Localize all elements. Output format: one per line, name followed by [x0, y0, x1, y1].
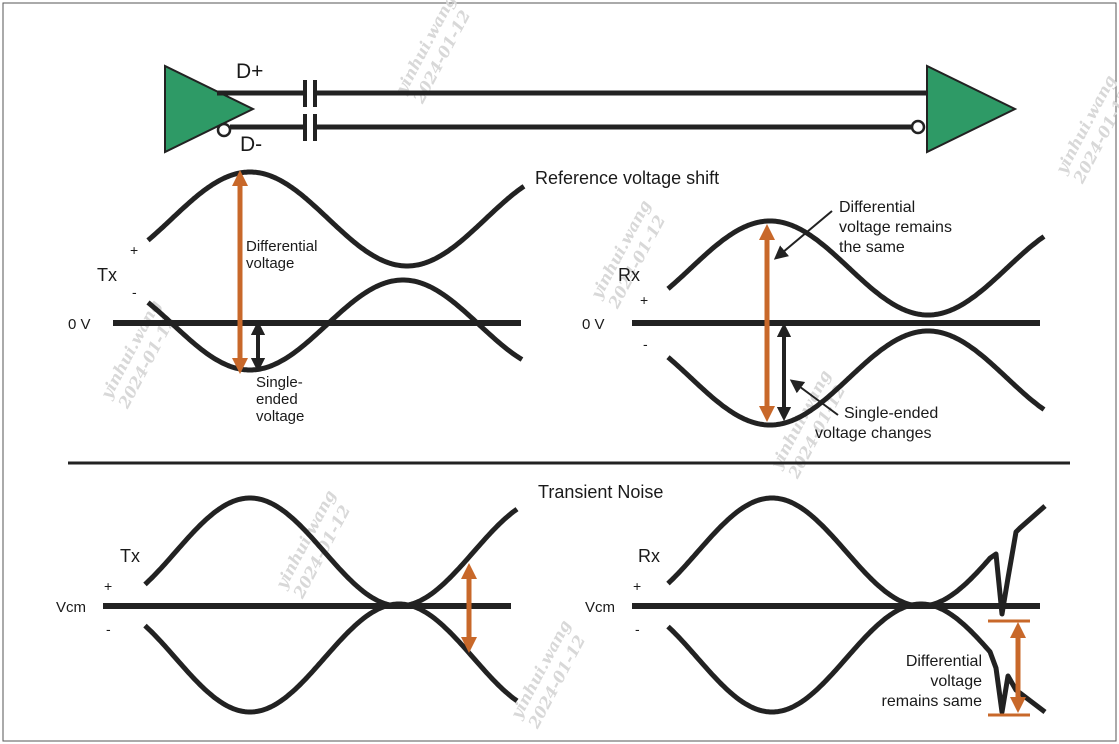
tx-plus-sign: +	[130, 242, 138, 258]
noise-rx-diff-label-line3: remains same	[882, 693, 983, 710]
noise-rx-negative-waveform	[666, 601, 1047, 715]
rx-diff-label-line2: voltage remains	[839, 219, 952, 236]
tx-minus-sign: -	[132, 284, 137, 300]
d-minus-capacitor	[303, 114, 317, 141]
noise-rx-panel: Rx + - Vcm Differential voltage remains …	[585, 495, 1047, 717]
noise-rx-minus-sign: -	[635, 621, 640, 637]
rx-zero-volt-label: 0 V	[582, 316, 605, 333]
rx-diff-callout-line	[773, 210, 833, 260]
d-plus-label: D+	[236, 60, 263, 83]
tx-positive-waveform	[146, 169, 526, 269]
d-minus-label: D-	[240, 133, 262, 156]
rx-se-label-line1: Single-ended	[844, 405, 938, 422]
d-plus-capacitor	[303, 80, 317, 107]
section2-title: Transient Noise	[538, 482, 663, 502]
tx-negative-waveform	[146, 277, 524, 373]
ref-shift-rx-panel: Rx + - 0 V Differential voltage remains …	[582, 199, 1046, 442]
noise-tx-vcm-label: Vcm	[56, 599, 86, 616]
rx-diff-label-line1: Differential	[839, 199, 915, 216]
noise-rx-positive-waveform	[666, 495, 1047, 617]
rx-inverting-bubble	[910, 119, 926, 135]
rx-se-callout-line	[789, 379, 839, 416]
tx-driver-buffer	[164, 64, 256, 154]
noise-tx-positive-waveform	[143, 495, 519, 609]
tx-se-label-line3: voltage	[256, 408, 304, 425]
noise-tx-minus-sign: -	[106, 621, 111, 637]
tx-se-label-line2: ended	[256, 391, 298, 408]
tx-se-label-line1: Single-	[256, 374, 303, 391]
rx-se-label-line2: voltage changes	[815, 425, 932, 442]
noise-rx-plus-sign: +	[633, 578, 641, 594]
ac-coupled-link: D+ D-	[164, 60, 1018, 156]
rx-diff-label-line3: the same	[839, 239, 905, 256]
rx-negative-waveform	[666, 328, 1046, 428]
rx-minus-sign: -	[643, 336, 648, 352]
noise-rx-diff-label-line1: Differential	[906, 653, 982, 670]
tx-label: Tx	[97, 265, 117, 285]
section1-title: Reference voltage shift	[535, 168, 719, 188]
tx-diff-label-line2: voltage	[246, 255, 294, 272]
tx-inverting-bubble	[216, 122, 232, 138]
noise-tx-negative-waveform	[143, 601, 519, 715]
noise-rx-vcm-label: Vcm	[585, 599, 615, 616]
noise-rx-diff-label-line2: voltage	[930, 673, 982, 690]
rx-label: Rx	[618, 265, 640, 285]
rx-receiver-buffer	[926, 64, 1018, 154]
rx-plus-sign: +	[640, 292, 648, 308]
tx-diff-label-line1: Differential	[246, 238, 317, 255]
tx-zero-volt-label: 0 V	[68, 316, 91, 333]
ref-shift-tx-panel: Tx + - 0 V Differential voltage Single- …	[68, 169, 526, 425]
rx-positive-waveform	[666, 218, 1046, 318]
noise-tx-label: Tx	[120, 546, 140, 566]
noise-rx-label: Rx	[638, 546, 660, 566]
noise-tx-plus-sign: +	[104, 578, 112, 594]
noise-tx-panel: Tx + - Vcm	[56, 495, 519, 715]
